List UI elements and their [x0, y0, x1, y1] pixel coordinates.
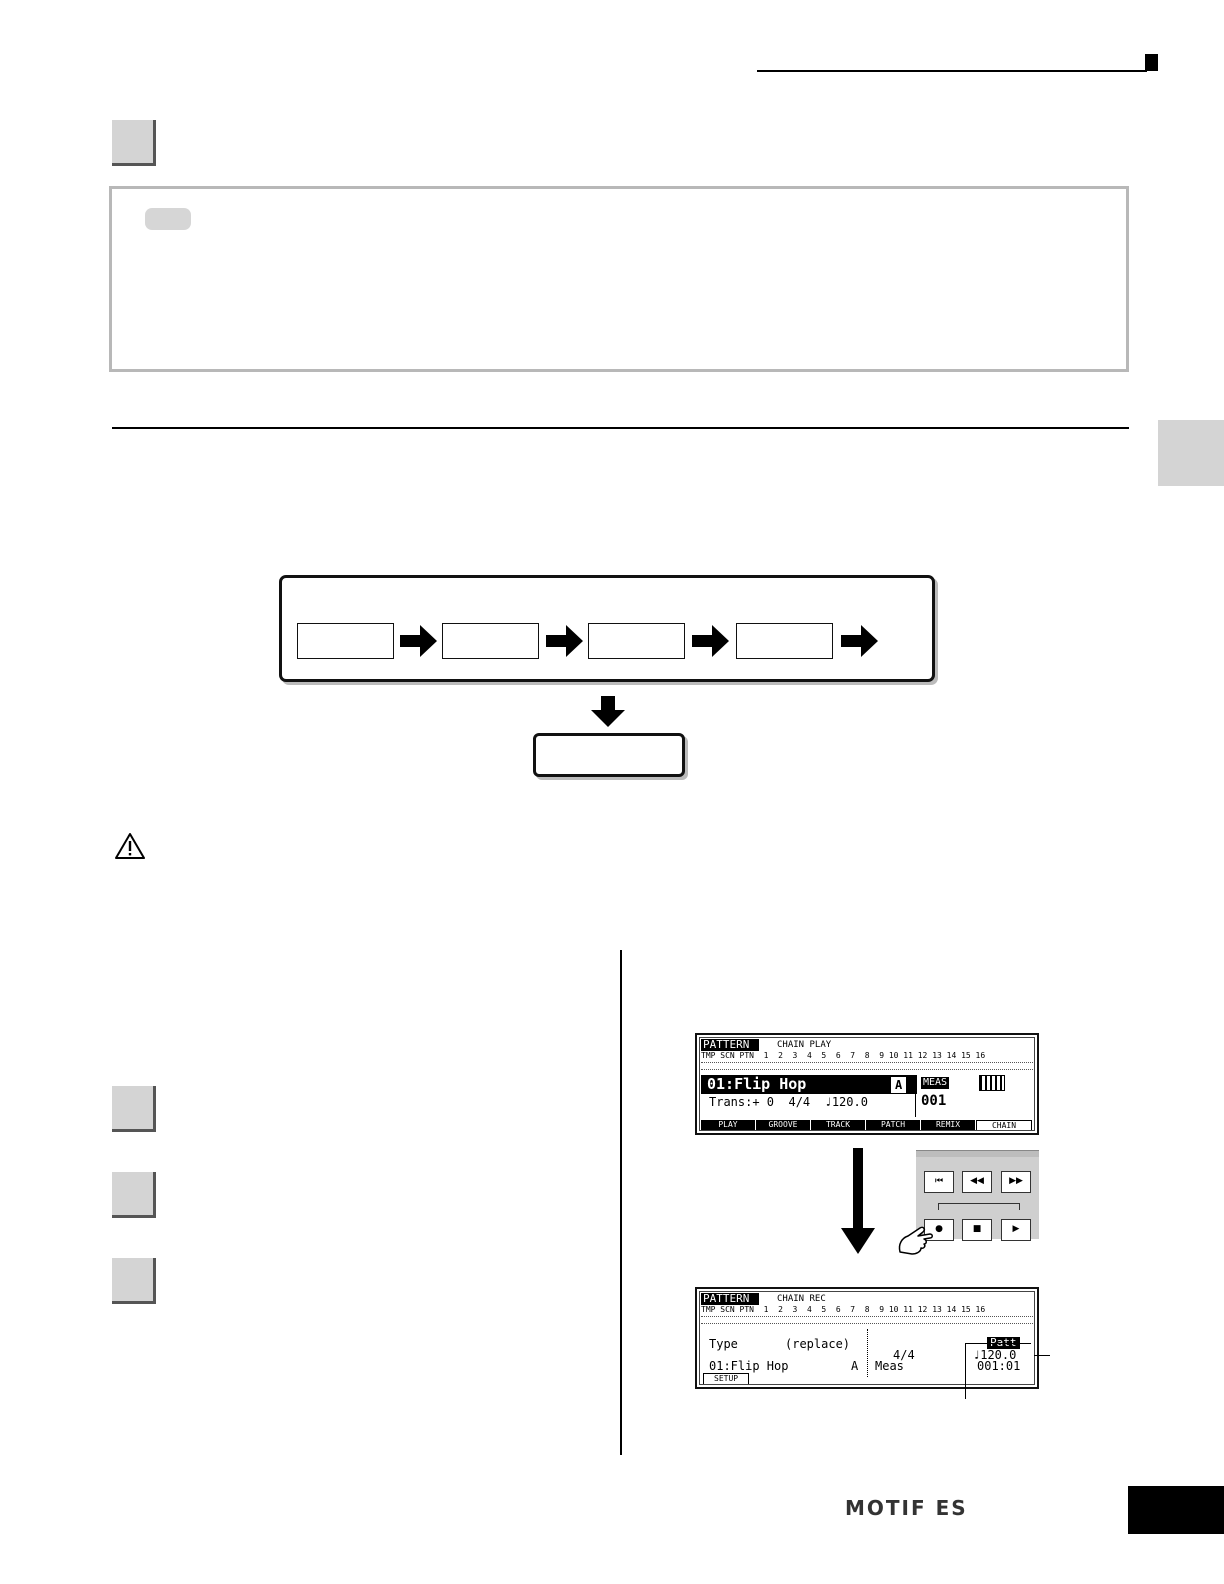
lcd-tab: GROOVE [756, 1120, 810, 1130]
column-divider [620, 950, 622, 1455]
lcd-meas-label: MEAS [921, 1077, 950, 1089]
down-arrow-icon [591, 696, 625, 727]
header-marker [1145, 54, 1158, 71]
lcd-section: A [891, 1077, 907, 1093]
lcd-pattern-line: 01:Flip Hop [709, 1359, 789, 1373]
callout-line-position [965, 1343, 1031, 1344]
panel-bracket [938, 1203, 1020, 1210]
stop-button[interactable]: ■ [962, 1219, 992, 1241]
lcd-vertical-sep [915, 1075, 916, 1117]
forward-button[interactable]: ▶▶ [1001, 1171, 1031, 1193]
lcd-chain-play: PATTERN CHAIN PLAY TMP SCN PTN 1 2 3 4 5… [695, 1033, 1039, 1135]
callout-line-tempo [1034, 1355, 1050, 1356]
lcd-meas-label: Meas [875, 1359, 904, 1373]
lcd-section: A [851, 1359, 859, 1373]
panel-top-strip [916, 1151, 1039, 1157]
lcd-tab-setup: SETUP [703, 1373, 750, 1384]
footer-logo: MOTIF ES [845, 1496, 968, 1520]
lcd-tab: TRACK [811, 1120, 865, 1130]
side-tab [1158, 420, 1224, 486]
warning-icon [115, 833, 145, 859]
lcd-chain-rec: PATTERN CHAIN REC TMP SCN PTN 1 2 3 4 5 … [695, 1287, 1039, 1389]
lcd-position: 001:01 [977, 1359, 1021, 1373]
flow-result-box [533, 733, 685, 777]
keyboard-icon [979, 1075, 1005, 1091]
lcd-tab-active: CHAIN [976, 1120, 1032, 1130]
flow-arrow-icon [692, 625, 729, 657]
lcd-mode: CHAIN PLAY [777, 1040, 832, 1050]
lcd-tab: PLAY [701, 1120, 755, 1130]
lcd-trans-line: Trans:+ 0 4/4 ♩120.0 [709, 1095, 868, 1109]
lcd-track-labels: TMP SCN PTN 1 2 3 4 5 6 7 8 9 10 11 12 1… [701, 1305, 986, 1314]
lcd-tempo: ♩120.0 [973, 1348, 1017, 1362]
page-number-tab [1128, 1486, 1224, 1534]
flow-step-3 [588, 623, 685, 659]
rewind-button[interactable]: ◀◀ [962, 1171, 992, 1193]
lcd-tab: PATCH [866, 1120, 920, 1130]
lcd-time-sig: 4/4 [893, 1348, 915, 1362]
top-button[interactable]: ⏮ [924, 1171, 954, 1193]
lcd-type-label: Type [709, 1337, 738, 1351]
flow-arrow-icon [400, 625, 437, 657]
lcd-tab-bar: PLAY GROOVE TRACK PATCH REMIX CHAIN [701, 1120, 1033, 1130]
pointing-hand-icon [898, 1226, 933, 1255]
lcd-header: PATTERN [701, 1039, 760, 1051]
section-divider [112, 427, 1129, 429]
step-number-box [112, 1172, 156, 1218]
lcd-dotted-sep [867, 1329, 868, 1377]
lcd-meas-value: 001 [921, 1093, 947, 1109]
lcd-tab: REMIX [921, 1120, 975, 1130]
lcd-pattern-name: 01:Flip Hop [701, 1075, 917, 1094]
lcd-track-slots [701, 1062, 1033, 1070]
transition-arrow-icon [841, 1148, 875, 1254]
flow-arrow-icon [841, 625, 878, 657]
lcd-header: PATTERN [701, 1293, 760, 1305]
step-number-box [112, 1258, 156, 1304]
callout-line-position-v [965, 1343, 966, 1399]
step-number-box [112, 120, 156, 166]
flow-arrow-icon [546, 625, 583, 657]
flow-step-1 [297, 623, 394, 659]
play-button[interactable]: ▶ [1001, 1219, 1031, 1241]
header-rule [757, 70, 1147, 72]
note-box [109, 186, 1129, 372]
step-number-box [112, 1086, 156, 1132]
lcd-track-labels: TMP SCN PTN 1 2 3 4 5 6 7 8 9 10 11 12 1… [701, 1051, 986, 1060]
lcd-mode: CHAIN REC [777, 1294, 826, 1304]
transport-panel: ⏮ ◀◀ ▶▶ ● ■ ▶ [916, 1150, 1039, 1241]
flow-step-2 [442, 623, 539, 659]
lcd-type-value: (replace) [785, 1337, 851, 1351]
lcd-track-slots [701, 1316, 1033, 1324]
flow-step-4 [736, 623, 833, 659]
note-label-pill [145, 208, 191, 230]
